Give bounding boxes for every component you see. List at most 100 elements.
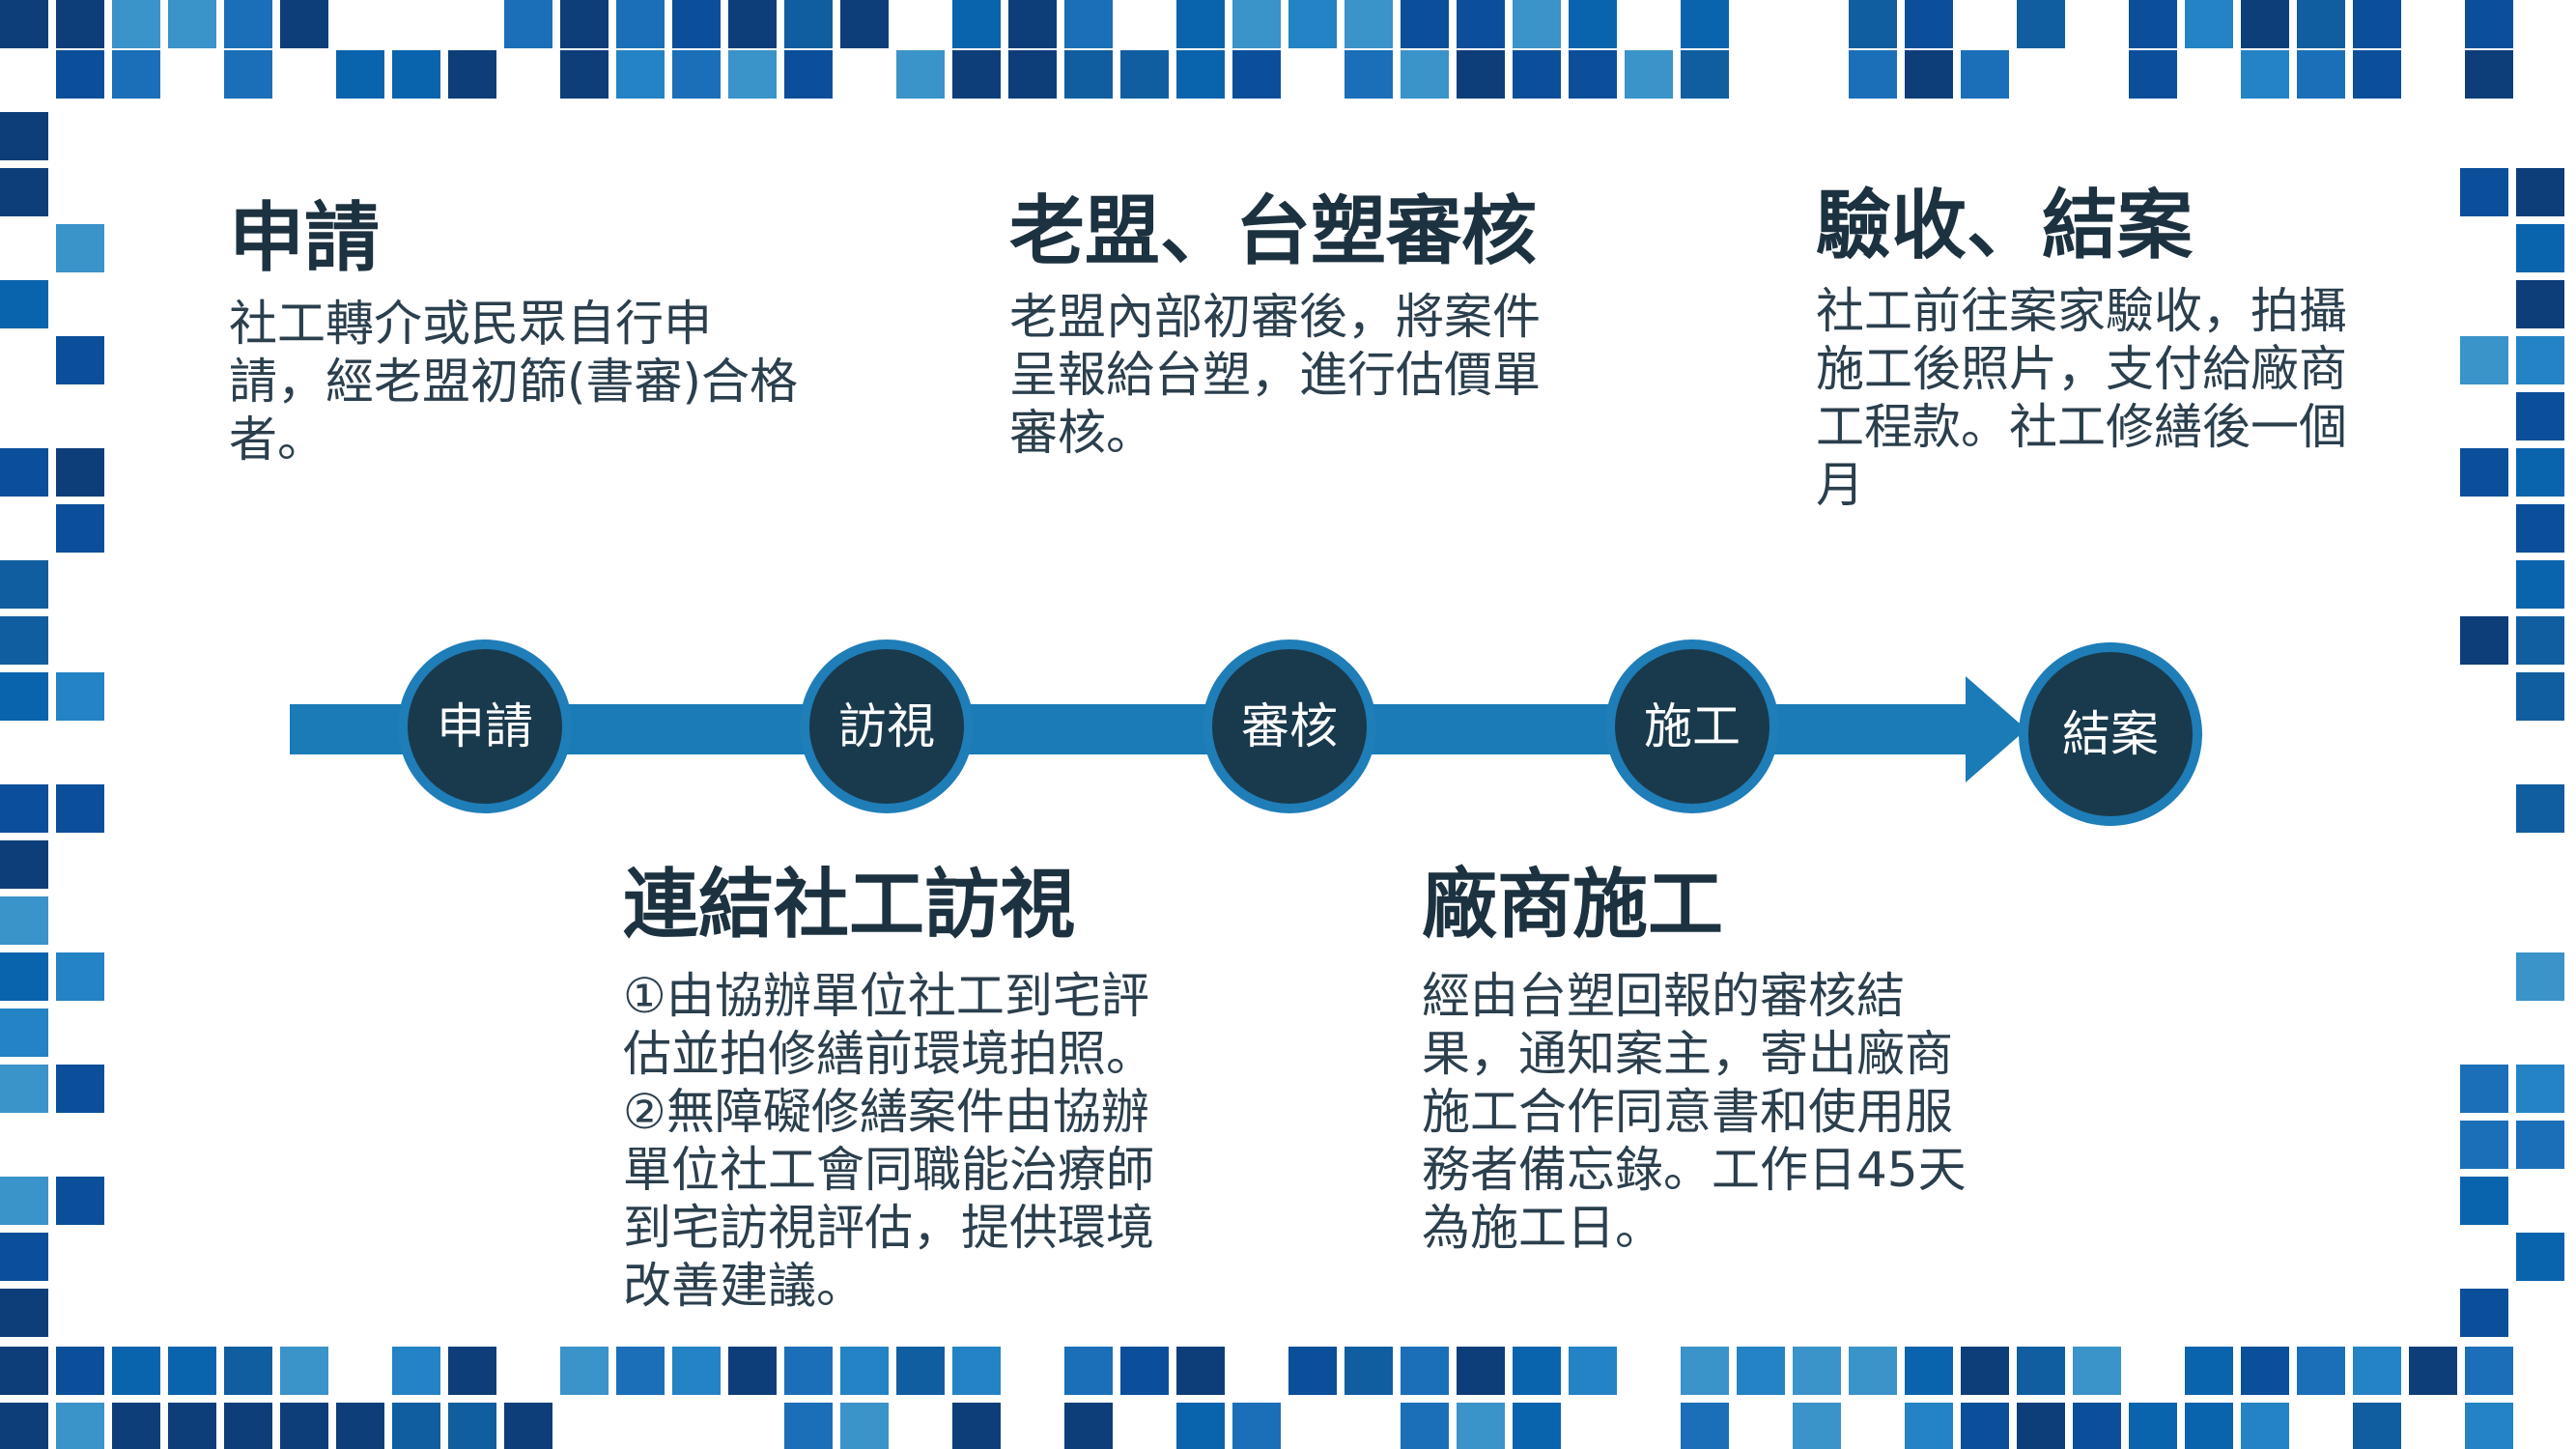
mosaic-tile <box>2185 0 2233 48</box>
mosaic-tile <box>336 50 384 99</box>
mosaic-tile <box>1681 1347 1729 1395</box>
mosaic-tile <box>2465 0 2513 48</box>
step-visit-title: 連結社工訪視 <box>623 862 1076 949</box>
mosaic-tile <box>1513 50 1561 99</box>
mosaic-tile <box>224 50 272 99</box>
mosaic-tile <box>2460 448 2508 497</box>
step-apply-block: 申請 社工轉介或民眾自行申 請，經老盟初篩(書審)合格 者。 <box>229 197 808 469</box>
mosaic-tile <box>2465 50 2513 99</box>
mosaic-tile <box>1513 1347 1561 1395</box>
mosaic-tile <box>952 0 1001 48</box>
mosaic-tile <box>2017 0 2065 48</box>
mosaic-tile <box>2465 1347 2513 1395</box>
mosaic-tile <box>1345 0 1393 48</box>
mosaic-tile <box>0 280 48 328</box>
timeline-node-label: 結案 <box>2062 706 2159 762</box>
mosaic-tile <box>1681 50 1729 99</box>
desc-line: 審核。 <box>1009 404 1154 461</box>
mosaic-tile <box>448 1403 496 1449</box>
mosaic-tile <box>2516 224 2564 272</box>
timeline-node-review: 審核 <box>1203 639 1376 813</box>
step-apply-description: 社工轉介或民眾自行申 請，經老盟初篩(書審)合格 者。 <box>229 295 808 469</box>
desc-line: 社工前往案家驗收，拍攝 <box>1816 282 2347 339</box>
mosaic-tile <box>56 1347 104 1395</box>
mosaic-tile <box>672 0 721 48</box>
desc-line: 估並拍修繕前環境拍照。 <box>623 1025 1154 1082</box>
mosaic-tile <box>2516 952 2564 1001</box>
desc-line: 經由台塑回報的審核結 <box>1422 967 1905 1024</box>
desc-line: 到宅訪視評估，提供環境 <box>623 1199 1154 1256</box>
mosaic-tile <box>1569 50 1617 99</box>
mosaic-tile <box>840 1347 889 1395</box>
mosaic-tile <box>0 952 48 1001</box>
mosaic-tile <box>1457 1403 1505 1449</box>
mosaic-tile <box>952 50 1001 99</box>
mosaic-tile <box>280 1347 328 1395</box>
mosaic-tile <box>56 336 104 384</box>
mosaic-tile <box>1569 1347 1617 1395</box>
mosaic-tile <box>0 1009 48 1057</box>
mosaic-tile <box>56 224 104 272</box>
desc-line: 者。 <box>229 411 326 468</box>
desc-line: 為施工日。 <box>1422 1199 1663 1256</box>
step-visit-block: 連結社工訪視 ①由協辦單位社工到宅評 估並拍修繕前環境拍照。 ②無障礙修繕案件由… <box>623 862 1164 1315</box>
mosaic-tile <box>0 448 48 497</box>
mosaic-tile <box>2241 1403 2289 1449</box>
step-close-title: 驗收、結案 <box>1816 183 2194 270</box>
mosaic-tile <box>1232 0 1281 48</box>
mosaic-tile <box>728 0 777 48</box>
mosaic-tile <box>1905 1347 1953 1395</box>
mosaic-tile <box>1345 50 1393 99</box>
mosaic-tile <box>2460 1289 2508 1337</box>
mosaic-tile <box>1625 50 1673 99</box>
mosaic-tile <box>1288 0 1337 48</box>
step-close-block: 驗收、結案 社工前往案家驗收，拍攝 施工後照片，支付給廠商 工程款。社工修繕後一… <box>1816 185 2376 514</box>
mosaic-tile <box>616 1347 665 1395</box>
mosaic-tile <box>1401 0 1449 48</box>
mosaic-tile <box>56 50 104 99</box>
desc-line: ①由協辦單位社工到宅評 <box>623 967 1149 1024</box>
mosaic-tile <box>2241 1347 2289 1395</box>
desc-line: 務者備忘錄。工作日45天 <box>1422 1141 1967 1198</box>
mosaic-tile <box>1849 50 1897 99</box>
mosaic-tile <box>840 0 889 48</box>
mosaic-tile <box>1064 1403 1113 1449</box>
mosaic-tile <box>2516 336 2564 384</box>
step-construction-description: 經由台塑回報的審核結 果，通知案主，寄出廠商 施工合作同意書和使用服 務者備忘錄… <box>1422 967 1992 1257</box>
mosaic-tile <box>1064 1347 1113 1395</box>
mosaic-tile <box>1793 1403 1841 1449</box>
mosaic-tile <box>280 0 328 48</box>
timeline-node-close: 結案 <box>2019 642 2202 826</box>
mosaic-tile <box>952 1403 1001 1449</box>
mosaic-tile <box>2017 1347 2065 1395</box>
mosaic-tile <box>56 1403 104 1449</box>
mosaic-tile <box>56 672 104 721</box>
mosaic-tile <box>1457 50 1505 99</box>
mosaic-tile <box>0 168 48 216</box>
mosaic-tile <box>1176 1403 1225 1449</box>
mosaic-tile <box>1569 0 1617 48</box>
mosaic-tile <box>2516 672 2564 721</box>
mosaic-tile <box>1232 50 1281 99</box>
mosaic-tile <box>56 0 104 48</box>
mosaic-tile <box>2297 0 2345 48</box>
step-visit-description: ①由協辦單位社工到宅評 估並拍修繕前環境拍照。 ②無障礙修繕案件由協辦 單位社工… <box>623 967 1164 1315</box>
mosaic-tile <box>560 50 609 99</box>
mosaic-tile <box>1905 50 1953 99</box>
mosaic-tile <box>1176 1347 1225 1395</box>
mosaic-tile <box>0 1403 48 1449</box>
mosaic-tile <box>2516 1065 2564 1113</box>
mosaic-tile <box>1176 0 1225 48</box>
mosaic-tile <box>2073 1347 2121 1395</box>
mosaic-tile <box>2460 1177 2508 1225</box>
mosaic-tile <box>2129 1403 2177 1449</box>
desc-line: 改善建議。 <box>623 1257 864 1314</box>
mosaic-tile <box>2129 0 2177 48</box>
desc-line: 工程款。社工修繕後一個 <box>1816 398 2347 455</box>
mosaic-tile <box>1681 1403 1729 1449</box>
mosaic-tile <box>2353 50 2401 99</box>
mosaic-tile <box>224 1347 272 1395</box>
mosaic-tile <box>56 952 104 1001</box>
mosaic-tile <box>1120 1347 1169 1395</box>
